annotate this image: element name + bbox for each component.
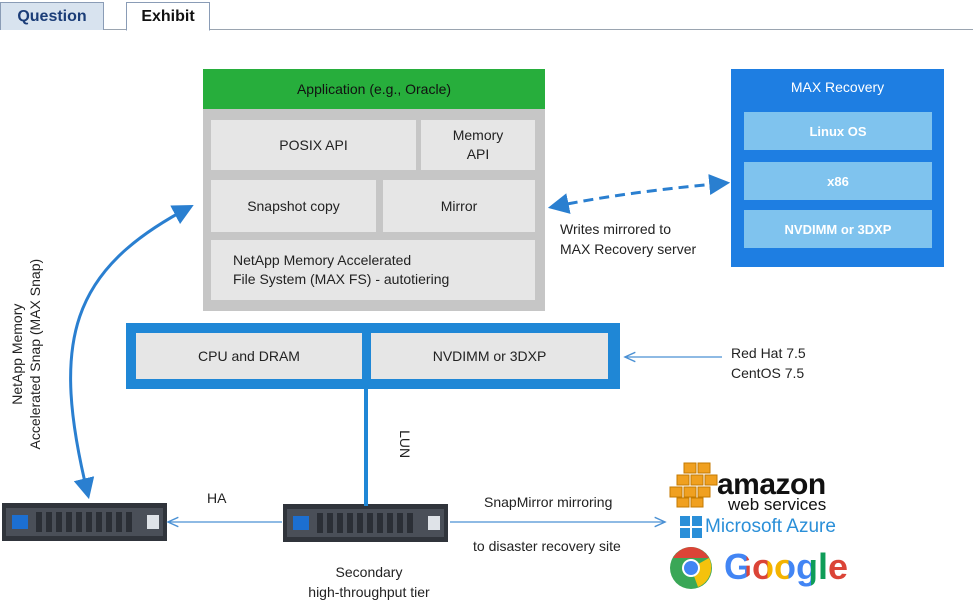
tab-question[interactable]: Question bbox=[0, 2, 104, 30]
os-line2: CentOS 7.5 bbox=[731, 365, 805, 382]
max-recovery-nvdimm: NVDIMM or 3DXP bbox=[744, 210, 932, 248]
ha-storage-server bbox=[2, 503, 167, 541]
max-recovery-title: MAX Recovery bbox=[790, 79, 885, 95]
memory-api-box: Memory API bbox=[421, 120, 535, 170]
secondary-line2: high-throughput tier bbox=[308, 584, 430, 601]
os-label: Red Hat 7.5 CentOS 7.5 bbox=[731, 343, 841, 384]
secondary-storage-server bbox=[283, 504, 448, 542]
max-recovery-x86: x86 bbox=[744, 162, 932, 200]
snapshot-copy-box: Snapshot copy bbox=[211, 180, 376, 232]
memory-api-line1: Memory bbox=[452, 127, 504, 144]
server-icon bbox=[2, 503, 167, 541]
max-fs-line2: File System (MAX FS) - autotiering bbox=[233, 271, 450, 287]
os-line1: Red Hat 7.5 bbox=[731, 345, 806, 361]
ha-label: HA bbox=[207, 490, 227, 506]
nvdimm-box: NVDIMM or 3DXP bbox=[371, 333, 608, 379]
secondary-tier-label: Secondary high-throughput tier bbox=[284, 562, 454, 603]
writes-mirrored-arrow bbox=[547, 174, 731, 214]
disaster-recovery-label: to disaster recovery site bbox=[473, 538, 621, 554]
mirror-box: Mirror bbox=[383, 180, 535, 232]
max-recovery-linux-os: Linux OS bbox=[744, 112, 932, 150]
snapmirror-label: SnapMirror mirroring bbox=[484, 494, 613, 510]
azure-windows-icon bbox=[680, 516, 702, 538]
tab-exhibit[interactable]: Exhibit bbox=[126, 2, 210, 31]
aws-logo-subtext: web services bbox=[728, 495, 827, 514]
max-snap-arrow bbox=[69, 205, 194, 500]
max-fs-line1: NetApp Memory Accelerated bbox=[233, 252, 412, 269]
google-logo-text: Google bbox=[724, 546, 848, 588]
aws-logo-text: amazon bbox=[717, 468, 826, 501]
writes-mirrored-line2: MAX Recovery server bbox=[560, 241, 697, 258]
secondary-line1: Secondary bbox=[335, 564, 403, 580]
max-fs-box: NetApp Memory Accelerated File System (M… bbox=[211, 240, 535, 300]
aws-cubes-icon bbox=[669, 462, 718, 508]
writes-mirrored-line1: Writes mirrored to bbox=[560, 221, 671, 237]
server-icon bbox=[283, 504, 448, 542]
google-word: Google bbox=[724, 546, 848, 587]
posix-api-box: POSIX API bbox=[211, 120, 416, 170]
application-header: Application (e.g., Oracle) bbox=[203, 69, 545, 109]
tab-divider bbox=[0, 29, 973, 30]
writes-mirrored-label: Writes mirrored to MAX Recovery server bbox=[560, 219, 730, 260]
google-chrome-icon bbox=[670, 547, 712, 589]
azure-logo-text: Microsoft Azure bbox=[705, 516, 836, 537]
memory-api-line2: API bbox=[466, 146, 490, 162]
